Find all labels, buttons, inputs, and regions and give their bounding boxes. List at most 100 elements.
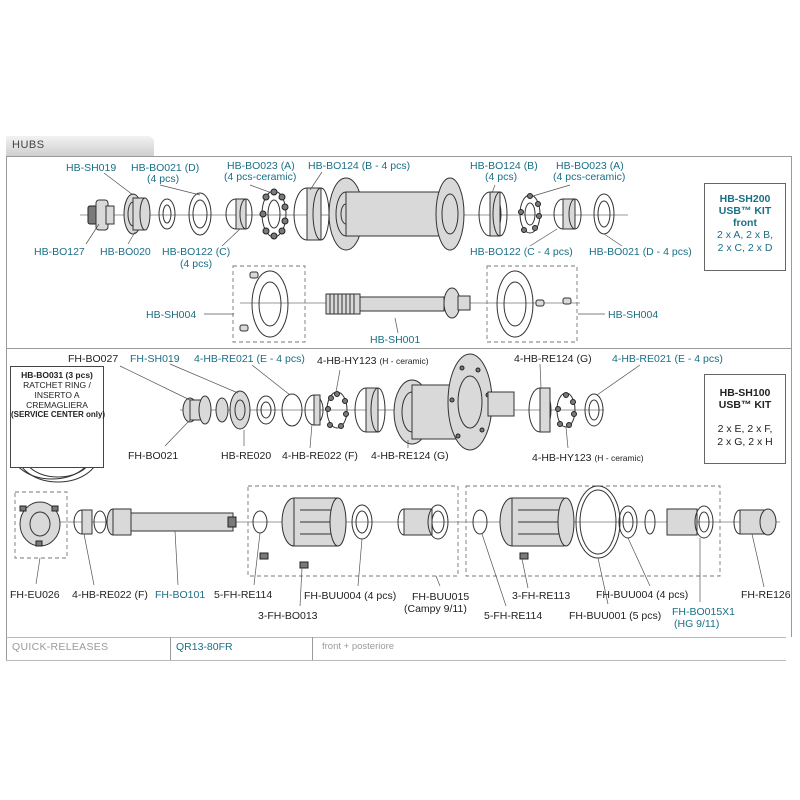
hg-freehub-body-icon <box>499 497 575 560</box>
label-hb-hy123-bottom-code: 4-HB-HY123 <box>532 452 592 464</box>
quick-release-category: QUICK-RELEASES <box>12 641 109 653</box>
campy-freehub-box <box>247 485 459 577</box>
bo127-end-cap-icon <box>87 199 115 231</box>
eu026-box <box>14 491 68 559</box>
label-fh-bo015x1: FH-BO015X1 <box>672 606 736 618</box>
label-hb-hy123-bottom-note: (H - ceramic) <box>594 453 644 463</box>
rear-hub-parts <box>11 353 641 483</box>
label-hb-re020: HB-RE020 <box>221 450 272 462</box>
bo023-bearing-icon <box>259 188 289 240</box>
front-hub-body-icon <box>328 177 465 251</box>
front-right-cup-icon <box>478 191 508 237</box>
label-hb-bo124-b-right: HB-BO124 (B) <box>470 160 538 172</box>
label-fh-eu026: FH-EU026 <box>10 589 60 601</box>
freehub-parts <box>14 485 780 607</box>
sh004-left-flange-icon <box>239 270 289 338</box>
label-hb-re124-g-top: 4-HB-RE124 (G) <box>514 353 592 365</box>
label-fh-re114-left: 5-FH-RE114 <box>214 589 273 601</box>
label-fh-bo021: FH-BO021 <box>128 450 179 462</box>
rear-kit-contents-1: 2 x E, 2 x F, <box>717 423 773 435</box>
front-kit-code: HB-SH200 <box>719 193 771 205</box>
service-center-box: HB-BO031 (3 pcs) RATCHET RING / INSERTO … <box>10 366 106 468</box>
front-hub-parts <box>80 171 628 343</box>
front-kit-box: HB-SH200 USB™ KIT front 2 x A, 2 x B, 2 … <box>704 183 786 271</box>
front-right-bearing-icon <box>518 193 542 234</box>
label-hb-bo122-c-left: HB-BO122 (C) <box>162 246 231 258</box>
front-kit-position: front <box>733 217 757 229</box>
label-fh-re113: 3-FH-RE113 <box>512 590 571 602</box>
label-hb-bo127: HB-BO127 <box>34 246 85 258</box>
eu026-flange-icon <box>19 501 61 547</box>
label-fh-buu015-type: (Campy 9/11) <box>404 603 467 615</box>
front-washer-icon <box>158 198 176 230</box>
label-fh-re126: FH-RE126 <box>741 589 791 601</box>
front-kit-name: USB™ KIT <box>718 205 772 217</box>
frame-divider-line <box>6 348 792 349</box>
front-right-seal-icon <box>593 193 615 235</box>
sh004-right-flange-icon <box>496 270 572 338</box>
bo021-seal-icon <box>188 192 212 236</box>
freehub-re022-icon <box>73 509 107 535</box>
label-hb-bo124-b-left: HB-BO124 (B - 4 pcs) <box>308 160 411 172</box>
hg-re114-icon <box>472 509 488 535</box>
label-hb-sh004-left: HB-SH004 <box>146 309 197 321</box>
rear-hy123-left-icon <box>325 391 349 429</box>
label-hb-bo021-d-right: HB-BO021 (D - 4 pcs) <box>589 246 692 258</box>
label-hb-bo023-a-left-qty: (4 pcs-ceramic) <box>224 171 297 183</box>
label-hb-hy123-top-note: (H - ceramic) <box>379 356 429 366</box>
front-kit-contents-1: 2 x A, 2 x B, <box>716 229 774 241</box>
rear-re022-icon <box>304 394 324 426</box>
rear-kit-name: USB™ KIT <box>718 399 772 411</box>
fh-sh019-nut-icon <box>215 390 251 430</box>
rear-re021-left-icon <box>256 393 303 427</box>
footer-cell-divider-1 <box>170 637 171 660</box>
sh001-axle-icon <box>325 287 471 319</box>
hg-freehub-box <box>465 485 721 577</box>
rear-re021-right-icon <box>584 393 604 427</box>
service-part-code: HB-BO031 (3 pcs) <box>21 370 93 380</box>
campy-buu015-icon <box>397 504 449 540</box>
hubs-section-title: HUBS <box>12 139 45 151</box>
label-hb-re021-e-right: 4-HB-RE021 (E - 4 pcs) <box>612 353 723 365</box>
quick-release-part: QR13-80FR <box>176 641 233 653</box>
sh004-right-box <box>486 265 578 343</box>
service-part-name-it-2: CREMAGLIERA <box>26 400 88 410</box>
rear-kit-contents-2: 2 x G, 2 x H <box>717 436 773 448</box>
re126-endcap-icon <box>733 508 777 536</box>
label-hb-hy123-top-code: 4-HB-HY123 <box>317 355 377 367</box>
hg-bo015-spacer-icon <box>644 505 714 539</box>
label-fh-bo015x1-type: (HG 9/11) <box>674 618 720 630</box>
label-freehub-re022-f: 4-HB-RE022 (F) <box>72 589 148 601</box>
bo122-spacer-icon <box>225 198 253 230</box>
bo124-cup-icon <box>293 187 330 241</box>
label-hb-bo021-d-qty: (4 pcs) <box>147 173 180 185</box>
label-hb-bo020: HB-BO020 <box>100 246 151 258</box>
label-fh-buu004-left: FH-BUU004 (4 pcs) <box>304 590 397 602</box>
rear-kit-code: HB-SH100 <box>719 387 771 399</box>
frame-top-line <box>6 156 792 157</box>
service-center-note: (SERVICE CENTER only) <box>11 410 106 419</box>
rear-hub-body-icon <box>393 353 515 451</box>
label-fh-buu004-right: FH-BUU004 (4 pcs) <box>596 589 689 601</box>
label-fh-sh019: FH-SH019 <box>130 353 180 365</box>
footer-cell-divider-2 <box>312 637 313 660</box>
front-right-spacer-icon <box>553 198 582 230</box>
frame-right-line <box>791 156 792 637</box>
label-hb-bo023-a-right: HB-BO023 (A) <box>556 160 624 172</box>
label-fh-bo013: 3-FH-BO013 <box>258 610 318 622</box>
label-hb-re022-f: 4-HB-RE022 (F) <box>282 450 358 462</box>
sh004-left-box <box>232 265 306 343</box>
label-hb-bo021-d: HB-BO021 (D) <box>131 162 200 174</box>
rear-hy123-right-icon <box>555 392 577 428</box>
bo020-locknut-icon <box>123 193 151 235</box>
label-hb-re021-e-left: 4-HB-RE021 (E - 4 pcs) <box>194 353 305 365</box>
front-kit-contents-2: 2 x C, 2 x D <box>717 242 773 254</box>
frame-left-line <box>6 156 7 660</box>
quick-release-note: front + posteriore <box>322 641 395 652</box>
label-fh-re114-right: 5-FH-RE114 <box>484 610 543 622</box>
label-hb-bo023-a-left: HB-BO023 (A) <box>227 160 295 172</box>
rear-re124-left-icon <box>354 387 386 433</box>
label-hb-bo124-b-right-qty: (4 pcs) <box>485 171 518 183</box>
